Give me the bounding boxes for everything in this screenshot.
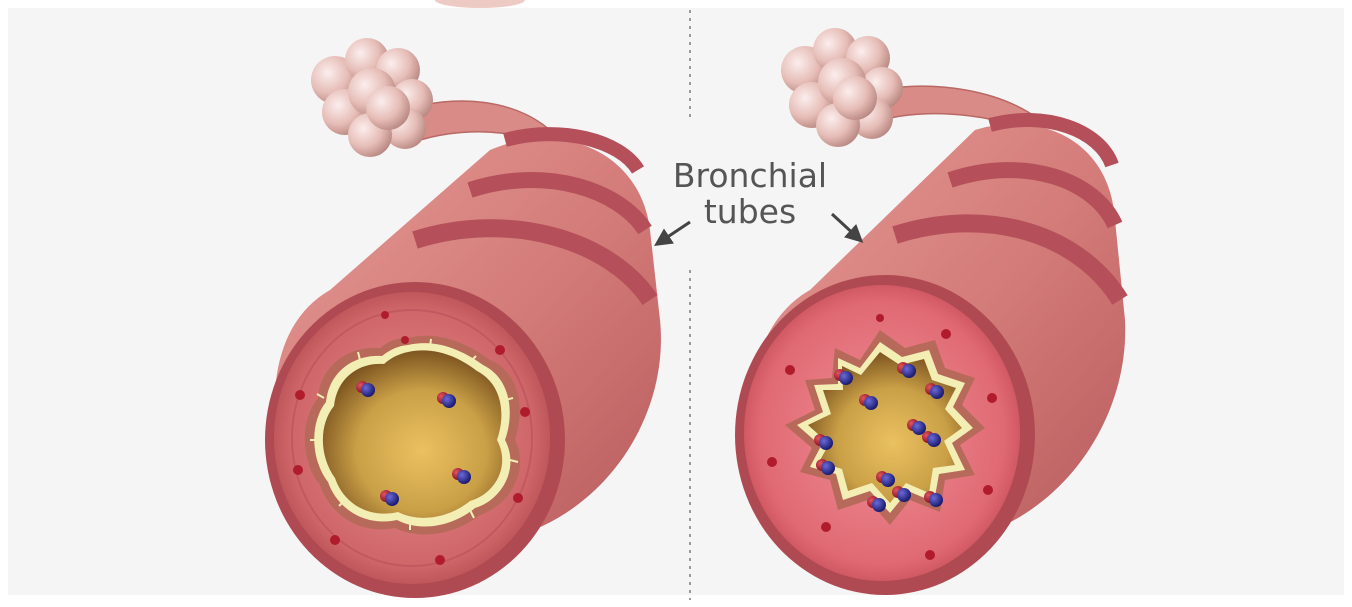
- left-lumen: [323, 350, 502, 517]
- bronchial-tubes-label: Bronchial tubes: [655, 158, 845, 230]
- label-line-2: tubes: [655, 194, 845, 230]
- label-line-1: Bronchial: [655, 158, 845, 194]
- figure-background: [8, 8, 1344, 595]
